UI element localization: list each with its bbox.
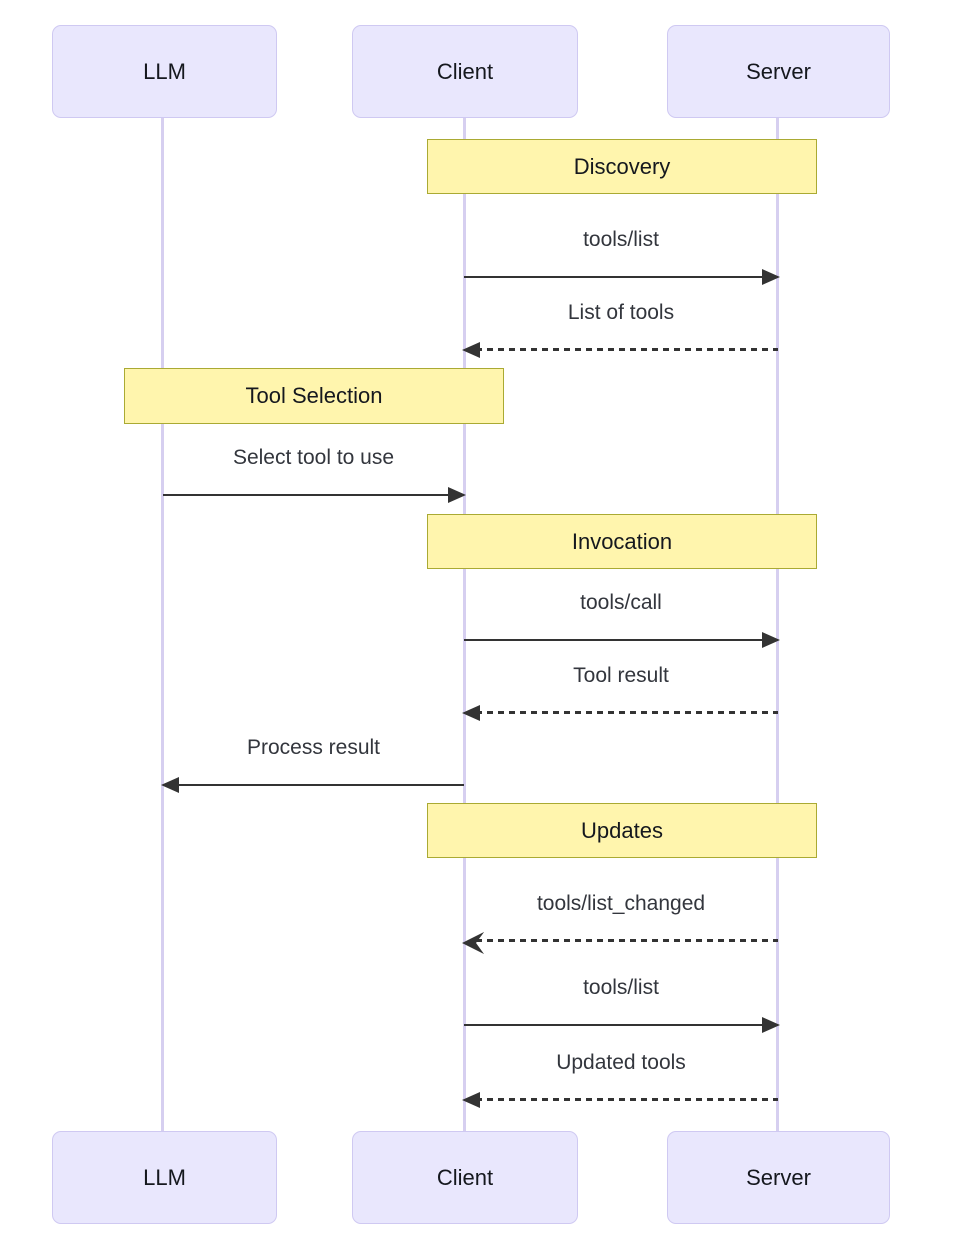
- message-tools-list-changed: tools/list_changed: [462, 885, 778, 954]
- message-tool-result: Tool result: [462, 657, 778, 721]
- message-process-result: Process result: [161, 729, 464, 793]
- message-label: List of tools: [567, 301, 675, 324]
- actor-client-bottom: Client: [352, 1131, 578, 1224]
- actor-server-bottom: Server: [667, 1131, 890, 1224]
- arrowhead-filled-left-icon: [462, 342, 480, 358]
- arrowhead-filled-right-icon: [762, 1017, 780, 1033]
- message-label: Select tool to use: [232, 446, 395, 469]
- section-tool-selection: Tool Selection: [124, 368, 504, 424]
- arrowhead-filled-left-icon: [462, 705, 480, 721]
- message-line-solid: [464, 639, 778, 641]
- arrowhead-open-left-icon: [462, 932, 484, 954]
- message-tools-list: tools/list: [464, 221, 780, 285]
- actor-llm-top: LLM: [52, 25, 277, 118]
- message-label: Updated tools: [556, 1051, 686, 1074]
- arrowhead-filled-right-icon: [448, 487, 466, 503]
- message-label: tools/call: [580, 591, 662, 614]
- section-updates: Updates: [427, 803, 817, 858]
- section-invocation: Invocation: [427, 514, 817, 569]
- lifeline-llm: [161, 118, 164, 1131]
- actor-llm-bottom: LLM: [52, 1131, 277, 1224]
- message-label: Tool result: [573, 664, 669, 687]
- message-line-dashed: [476, 939, 778, 942]
- arrowhead-filled-left-icon: [161, 777, 179, 793]
- message-line-solid: [464, 276, 778, 278]
- message-tools-call: tools/call: [464, 584, 780, 648]
- message-tools-list-2: tools/list: [464, 969, 780, 1033]
- message-line-solid: [163, 494, 464, 496]
- message-select-tool-to-use: Select tool to use: [163, 439, 466, 503]
- message-line-dashed: [476, 1098, 778, 1101]
- arrowhead-filled-left-icon: [462, 1092, 480, 1108]
- message-line-dashed: [476, 711, 778, 714]
- message-label: Process result: [246, 736, 381, 759]
- lifeline-server: [776, 118, 779, 1131]
- actor-server-top: Server: [667, 25, 890, 118]
- message-label: tools/list: [583, 976, 659, 999]
- message-line-solid: [163, 784, 464, 786]
- arrowhead-filled-right-icon: [762, 269, 780, 285]
- message-updated-tools: Updated tools: [462, 1044, 778, 1108]
- message-line-solid: [464, 1024, 778, 1026]
- message-label: tools/list: [583, 228, 659, 251]
- message-label: tools/list_changed: [536, 892, 706, 915]
- message-line-dashed: [476, 348, 778, 351]
- message-list-of-tools: List of tools: [462, 294, 778, 358]
- lifeline-client: [463, 118, 466, 1131]
- actor-client-top: Client: [352, 25, 578, 118]
- section-discovery: Discovery: [427, 139, 817, 194]
- arrowhead-filled-right-icon: [762, 632, 780, 648]
